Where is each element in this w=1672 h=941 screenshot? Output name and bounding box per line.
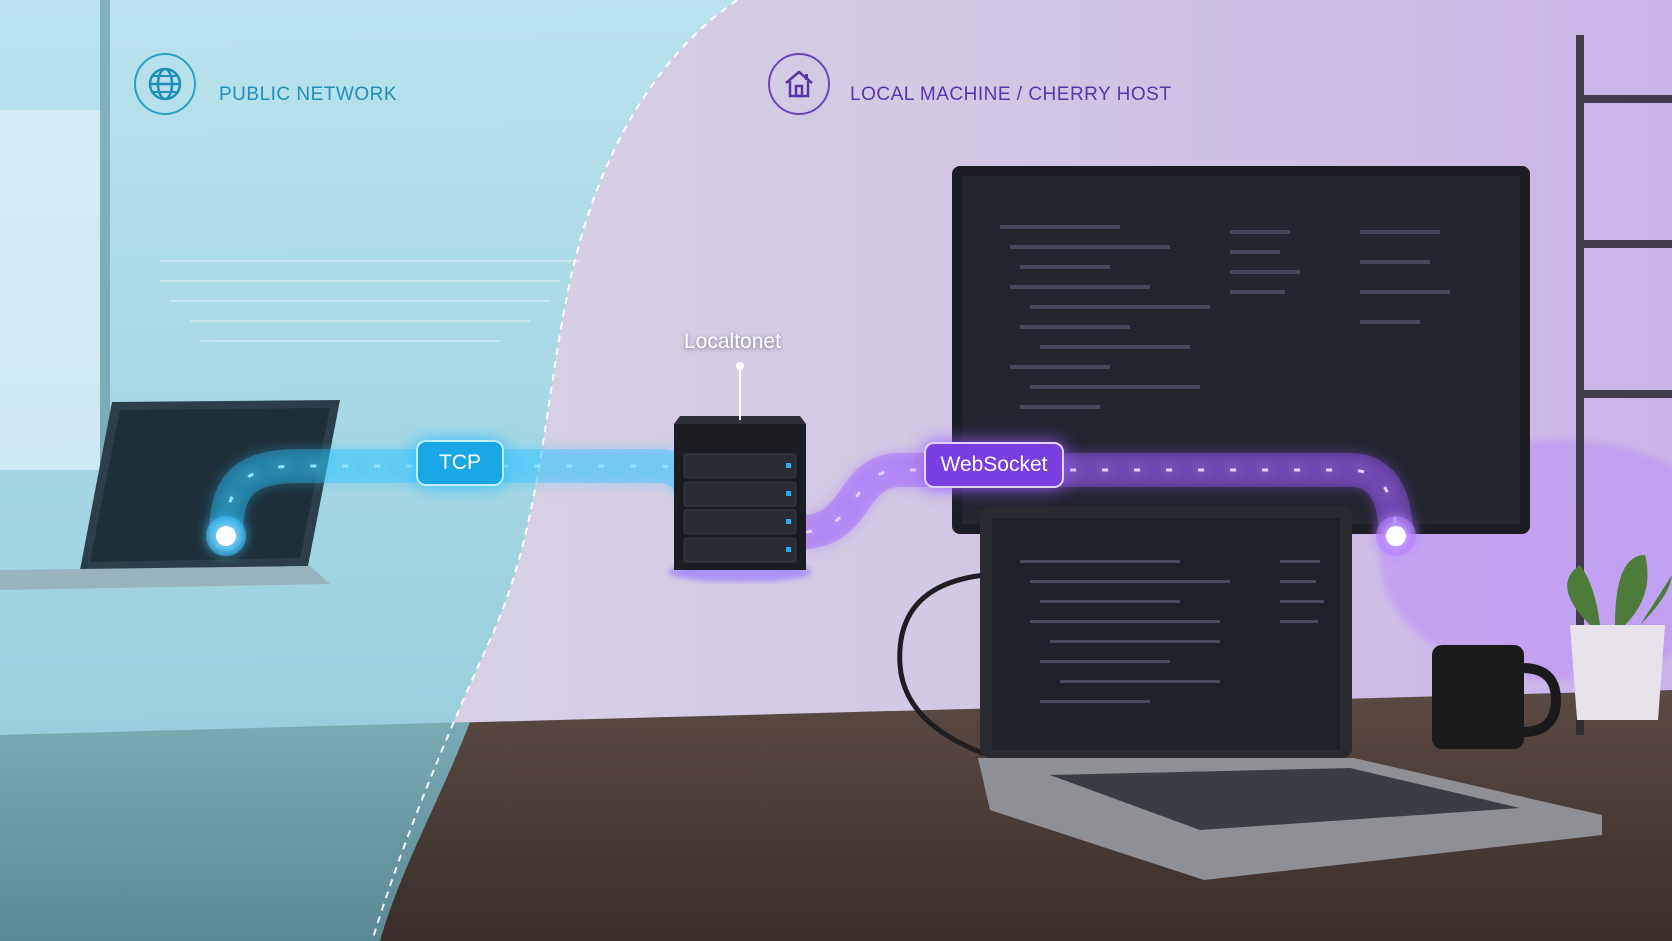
- left-laptop: [0, 400, 340, 590]
- window: [0, 0, 110, 470]
- local-endpoint: [1376, 516, 1416, 556]
- plant: [1567, 555, 1672, 720]
- tcp-badge: TCP: [416, 440, 504, 486]
- shelf: [1576, 35, 1672, 735]
- globe-icon: [134, 53, 196, 115]
- server-label: Localtonet: [684, 330, 781, 353]
- laptop-cable: [897, 572, 1021, 768]
- public-desk: [0, 722, 470, 941]
- public-endpoint: [206, 516, 246, 556]
- local-machine-label: LOCAL MACHINE / CHERRY HOST: [850, 84, 1172, 105]
- zone-divider: [371, 0, 738, 941]
- public-network-label: PUBLIC NETWORK: [219, 84, 398, 105]
- websocket-connection-path: [789, 453, 1413, 551]
- server-icon: [668, 362, 812, 582]
- websocket-badge: WebSocket: [924, 442, 1064, 488]
- right-laptop: [978, 506, 1602, 880]
- coffee-mug: [1432, 645, 1562, 749]
- world-map-dots: [160, 260, 580, 342]
- home-icon: [768, 53, 830, 115]
